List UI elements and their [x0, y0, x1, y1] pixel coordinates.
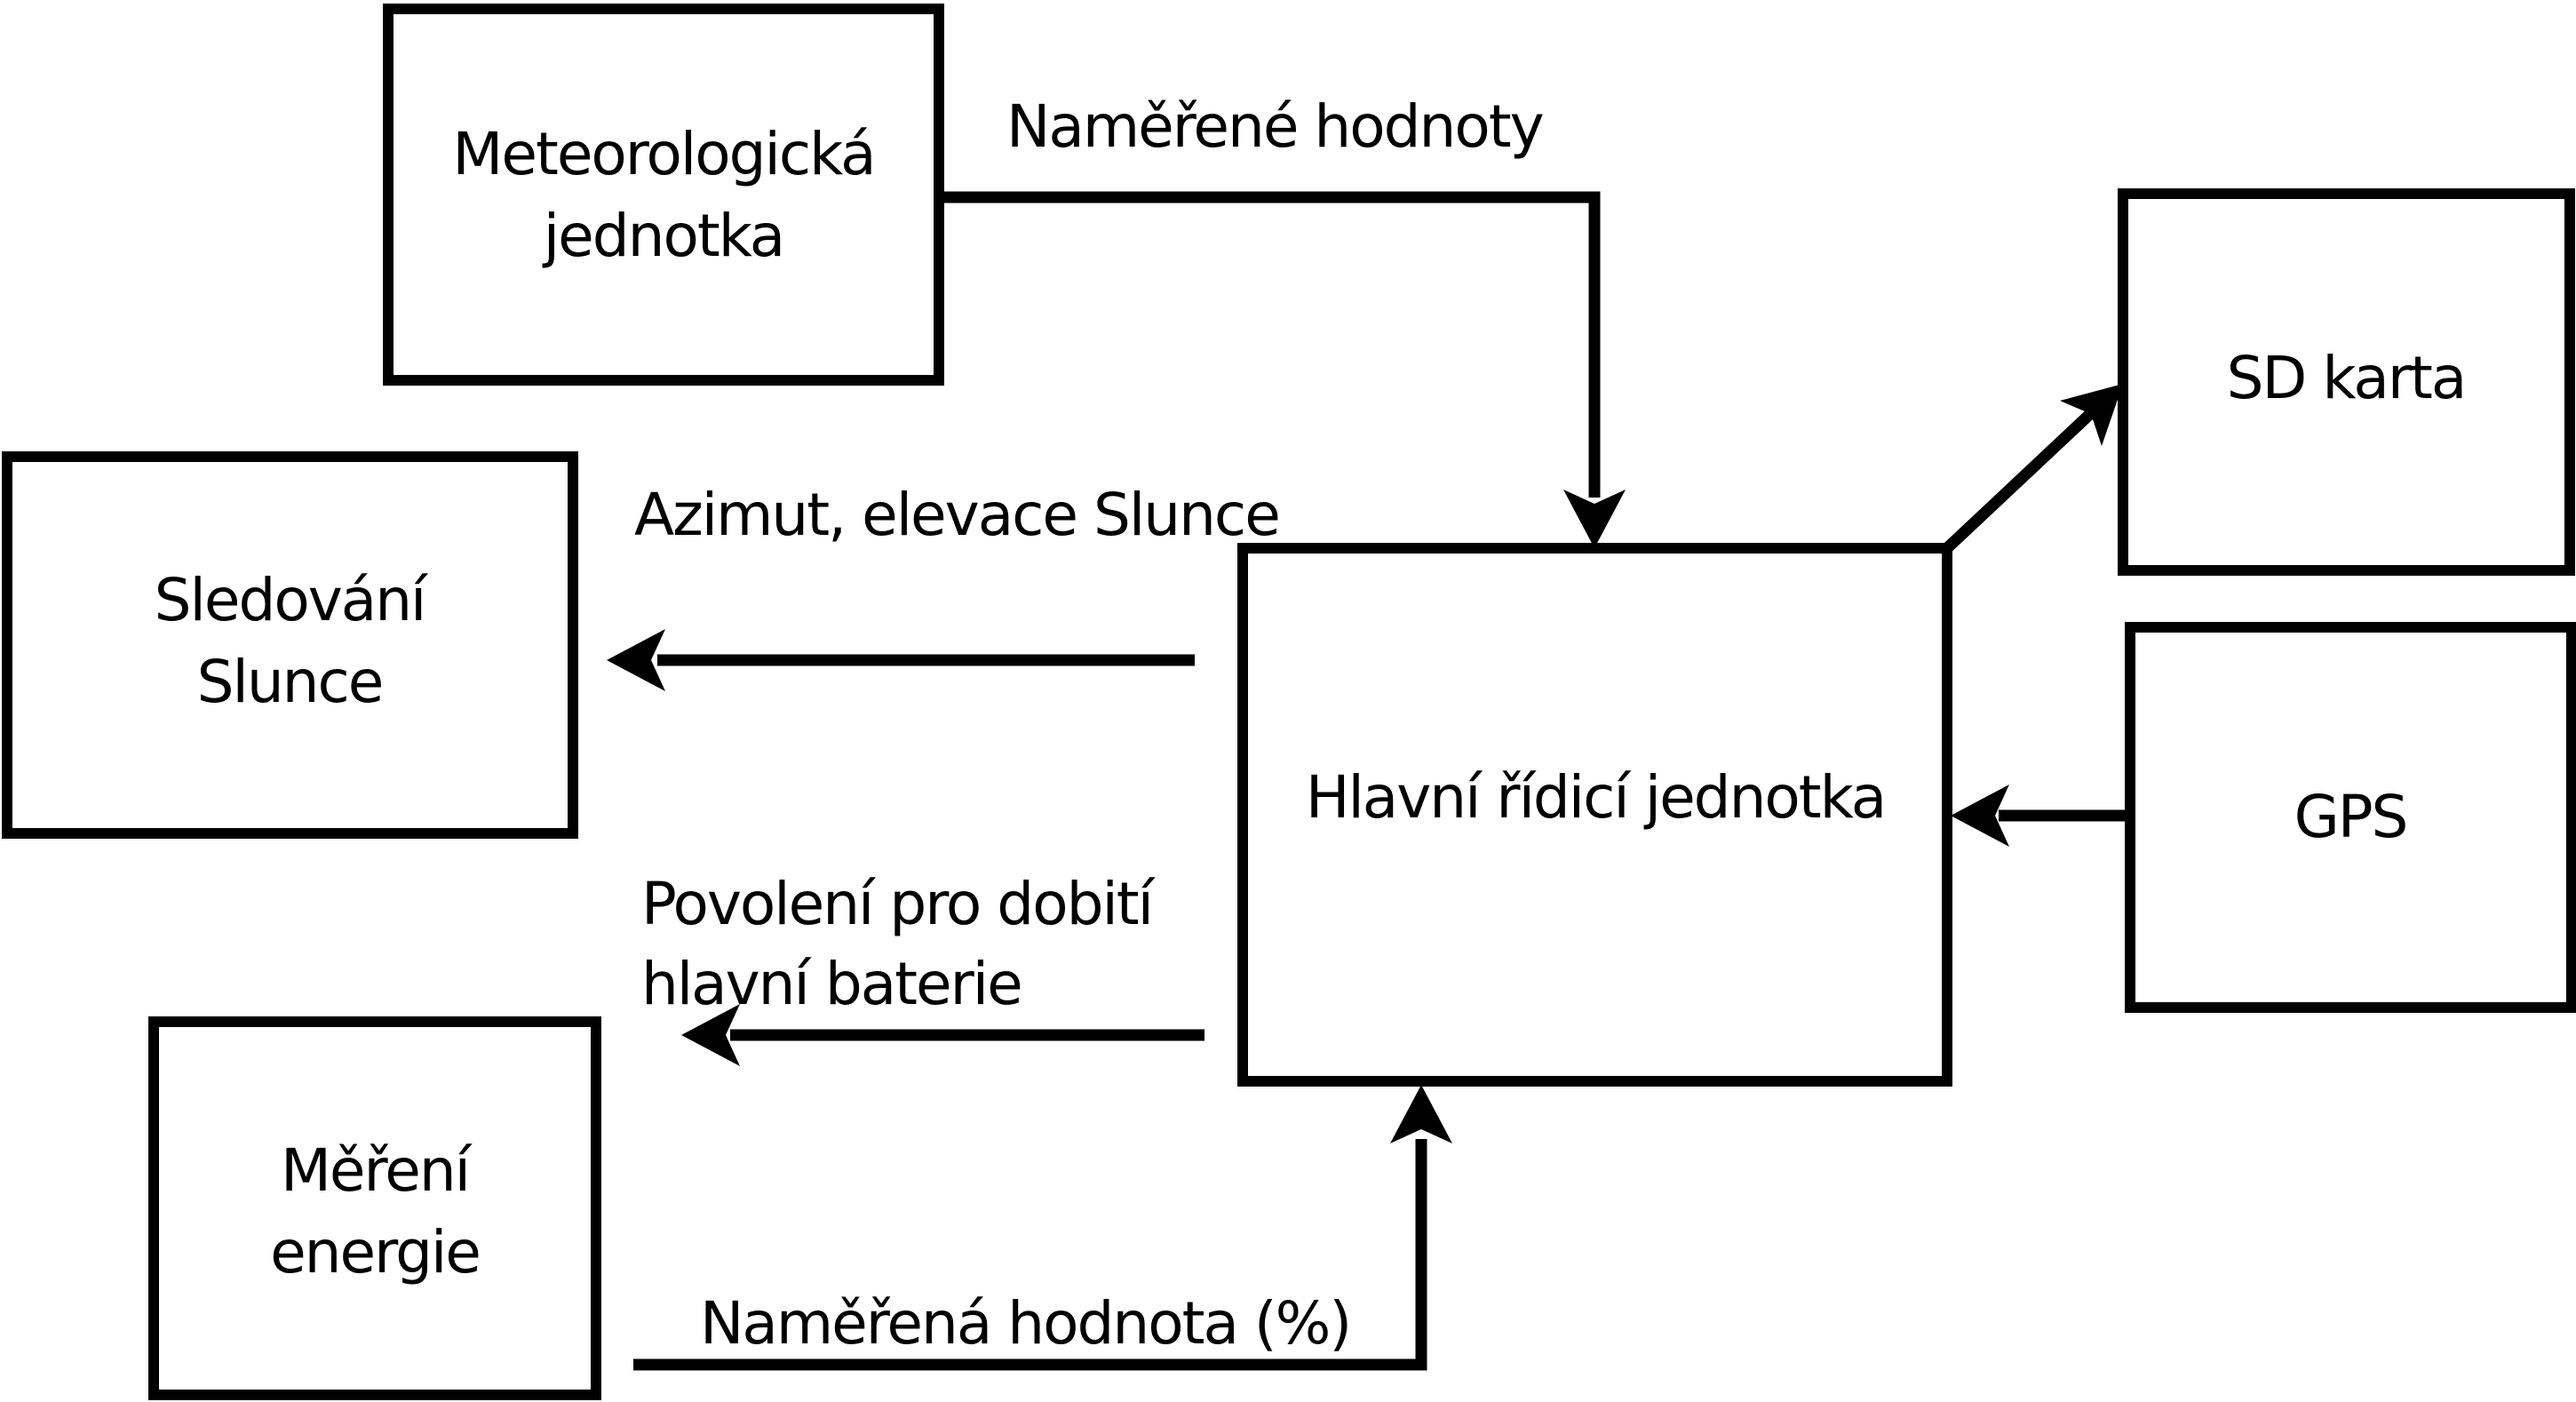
arrowhead-down-icon — [1563, 490, 1626, 548]
edge-label-namerene-hodnoty: Naměřené hodnoty — [1006, 92, 1544, 161]
node-label-sledovani-line2: Slunce — [197, 648, 383, 716]
node-hlavni-ridici-jednotka — [1237, 543, 1952, 1087]
edge-label-namerena-hodnota: Naměřená hodnota (%) — [700, 1289, 1350, 1358]
arrowhead-left-icon — [607, 629, 665, 691]
node-sledovani-slunce — [2, 451, 578, 839]
node-gps — [2125, 622, 2576, 1013]
node-label-sledovani-line1: Sledování — [155, 566, 429, 634]
edge-label-povoleni-line2: hlavní baterie — [641, 950, 1022, 1018]
node-label-hlavni: Hlavní řídicí jednotka — [1306, 763, 1885, 832]
edge-label-azimut-elevace: Azimut, elevace Slunce — [634, 481, 1279, 549]
node-meteorologicka-jednotka — [383, 4, 944, 386]
node-mereni-energie — [148, 1016, 601, 1400]
edge-meteo-to-hlavni-line — [939, 191, 1601, 498]
edge-hlavni-to-sd-line — [1943, 409, 2095, 553]
node-label-mereni-line2: energie — [270, 1218, 480, 1286]
arrowhead-upright-icon — [2060, 384, 2123, 446]
node-label-sd-karta: SD karta — [2227, 344, 2466, 412]
arrowhead-left-icon — [1951, 785, 2009, 847]
edge-mereni-to-hlavni-line — [633, 1139, 1427, 1371]
node-label-gps: GPS — [2294, 783, 2407, 851]
edge-label-povoleni-line1: Povolení pro dobití — [641, 870, 1157, 938]
node-label-meteo-line2: jednotka — [542, 202, 783, 270]
node-label-mereni-line1: Měření — [281, 1136, 473, 1205]
arrowhead-up-icon — [1390, 1085, 1452, 1143]
node-label-meteo-line1: Meteorologická — [452, 120, 874, 188]
node-sd-karta — [2118, 188, 2575, 576]
arrowhead-left-icon — [681, 1004, 740, 1066]
